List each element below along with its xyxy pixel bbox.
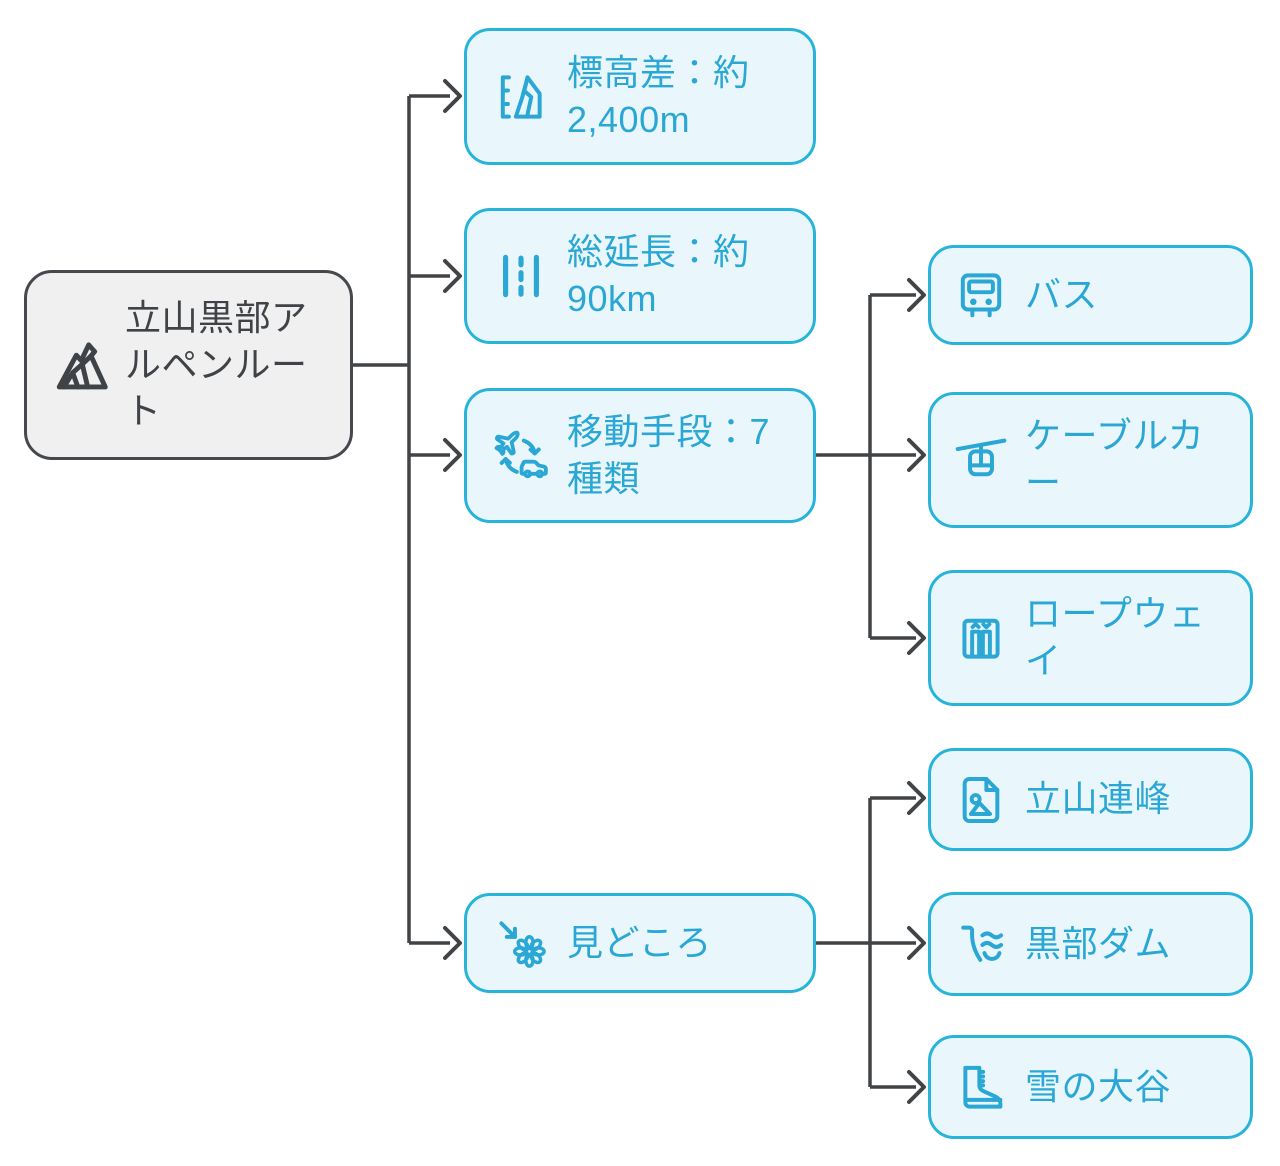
node-label: 立山連峰: [1025, 778, 1172, 820]
node-label: バス: [1025, 273, 1099, 315]
node-kurobe-dam[interactable]: 黒部ダム: [928, 892, 1253, 996]
mountain-icon: [51, 334, 113, 396]
node-label: 黒部ダム: [1025, 922, 1172, 964]
boot-icon: [953, 1059, 1009, 1115]
node-label: 見どころ: [567, 921, 712, 963]
node-label: ロープウェイ: [1025, 593, 1206, 681]
node-label: 雪の大谷: [1025, 1065, 1172, 1107]
node-label: 立山黒部アルペンルート: [125, 296, 308, 432]
node-label: 総延長：約 90km: [567, 231, 750, 319]
road-icon: [493, 248, 549, 304]
node-elevation[interactable]: 標高差：約 2,400m: [464, 28, 816, 165]
node-root[interactable]: 立山黒部アルペンルート: [24, 270, 353, 460]
node-bus[interactable]: バス: [928, 245, 1253, 345]
node-tateyama-range[interactable]: 立山連峰: [928, 748, 1253, 851]
node-yuki-no-otani[interactable]: 雪の大谷: [928, 1035, 1253, 1139]
node-cable-car[interactable]: ケーブルカー: [928, 392, 1253, 528]
elevation-mountain-icon: [493, 69, 549, 125]
node-transport-modes[interactable]: 移動手段：7 種類: [464, 388, 816, 523]
dam-icon: [953, 916, 1009, 972]
ropeway-cabin-icon: [953, 610, 1009, 666]
cable-car-icon: [953, 432, 1009, 488]
bus-icon: [953, 267, 1009, 323]
node-label: 移動手段：7 種類: [567, 410, 771, 499]
node-ropeway[interactable]: ロープウェイ: [928, 570, 1253, 706]
image-file-icon: [953, 772, 1009, 828]
plane-car-transfer-icon: [493, 428, 549, 484]
arrowhead: [443, 79, 462, 113]
node-label: ケーブルカー: [1025, 415, 1205, 503]
node-highlights[interactable]: 見どころ: [464, 893, 816, 993]
node-total-length[interactable]: 総延長：約 90km: [464, 208, 816, 344]
arrow-flower-icon: [493, 915, 549, 971]
node-label: 標高差：約 2,400m: [567, 51, 750, 140]
